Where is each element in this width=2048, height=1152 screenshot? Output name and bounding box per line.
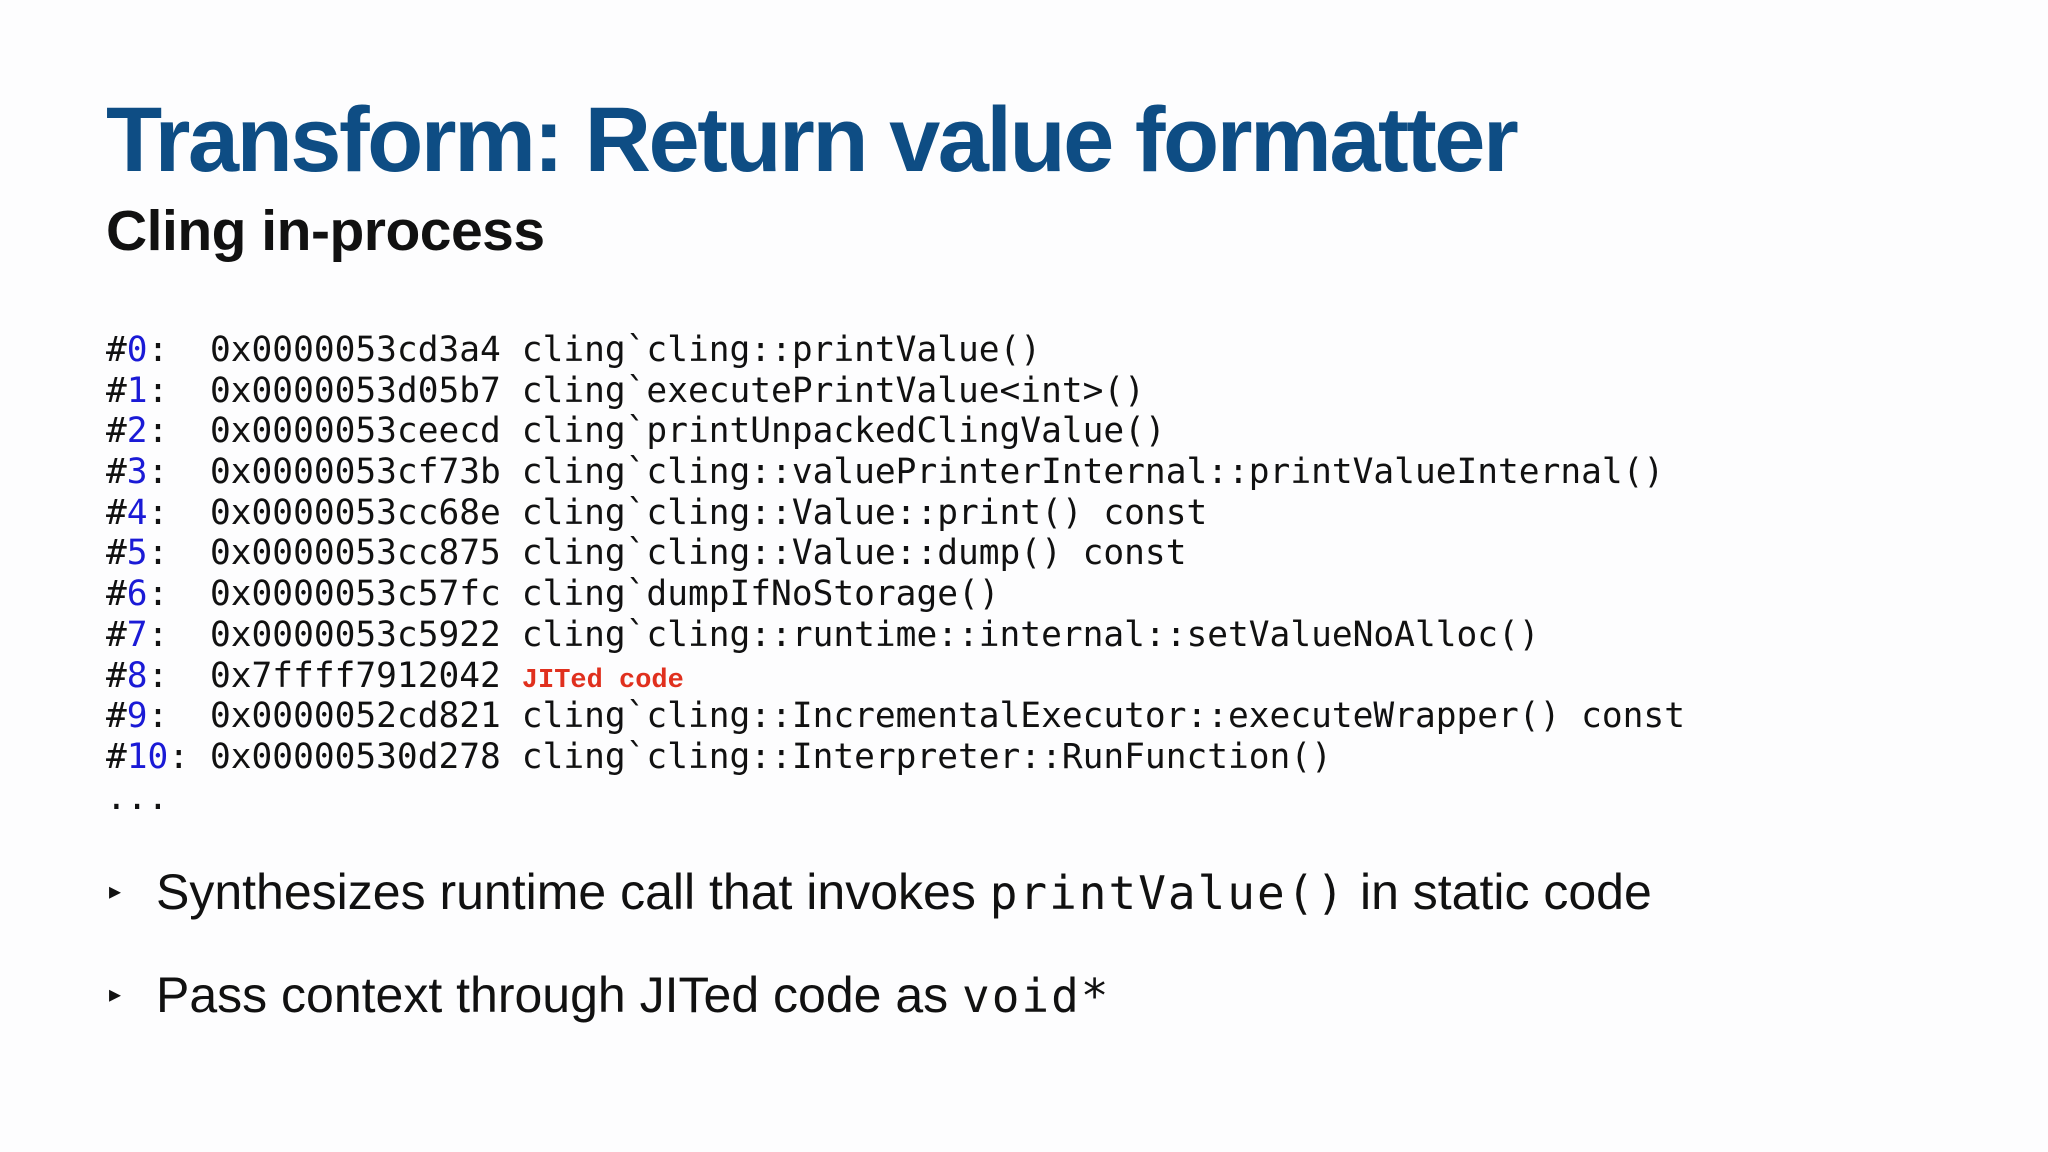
frame-number: 8: [126, 655, 148, 696]
frame-label: #10:: [106, 737, 210, 778]
frame-address: 0x0000053c5922: [210, 614, 501, 655]
frame-address: 0x0000052cd821: [210, 696, 501, 737]
frame-number: 1: [126, 370, 148, 411]
frame-number: 3: [126, 452, 148, 493]
frame-symbol: cling`printUnpackedClingValue(): [521, 411, 1166, 452]
frame-hash: #: [106, 574, 127, 615]
frame-colon: :: [147, 411, 169, 452]
frame-colon: :: [147, 452, 169, 493]
backtrace-frame: #2:0x0000053ceecd cling`printUnpackedClin…: [106, 411, 1685, 452]
frame-colon: :: [147, 574, 169, 615]
bullet-item: ▸ Pass context through JITed code as void…: [106, 965, 1652, 1025]
frame-address: 0x0000053cf73b: [210, 452, 501, 493]
frame-label: #0:: [106, 330, 210, 371]
slide-title: Transform: Return value formatter: [106, 89, 1519, 191]
frame-hash: #: [106, 655, 127, 696]
frame-address: 0x7ffff7912042: [210, 655, 501, 696]
frame-colon: :: [147, 655, 169, 696]
frame-colon: :: [147, 330, 169, 370]
frame-symbol: cling`cling::valuePrinterInternal::print…: [521, 452, 1665, 493]
frame-symbol: cling`cling::printValue(): [521, 330, 1042, 370]
frame-number: 5: [126, 533, 148, 574]
backtrace-frame: #10:0x00000530d278 cling`cling::Interpret…: [106, 737, 1685, 778]
frame-label: #6:: [106, 574, 210, 615]
frame-hash: #: [106, 330, 127, 370]
bullet-text: in static code: [1346, 864, 1652, 920]
frame-number: 4: [126, 492, 148, 533]
frame-hash: #: [106, 452, 127, 493]
frame-hash: #: [106, 492, 127, 533]
frame-address: 0x0000053ceecd: [210, 411, 501, 452]
frame-number: 0: [126, 330, 148, 370]
frame-symbol: cling`cling::Interpreter::RunFunction(): [521, 736, 1332, 777]
frame-hash: #: [106, 370, 127, 411]
bullet-list: ▸ Synthesizes runtime call that invokes p…: [106, 862, 1652, 1025]
frame-hash: #: [106, 411, 127, 452]
bullet-text: Synthesizes runtime call that invokes: [156, 864, 990, 920]
frame-hash: #: [106, 736, 127, 777]
frame-symbol: cling`cling::IncrementalExecutor::execut…: [521, 696, 1685, 737]
backtrace-frame: #7:0x0000053c5922 cling`cling::runtime::i…: [106, 615, 1685, 656]
backtrace-frame: #3:0x0000053cf73b cling`cling::valuePrint…: [106, 452, 1685, 493]
frame-hash: #: [106, 533, 127, 574]
bullet-text: Pass context through JITed code as: [156, 967, 963, 1023]
bullet-triangle-icon: ▸: [109, 981, 122, 1008]
frame-label: #2:: [106, 411, 210, 452]
frame-address: 0x0000053d05b7: [210, 370, 501, 411]
backtrace-frame: #9:0x0000052cd821 cling`cling::Incrementa…: [106, 696, 1685, 737]
frame-label: #7:: [106, 615, 210, 656]
frame-number: 10: [126, 736, 169, 777]
frame-colon: :: [168, 736, 190, 777]
inline-code: printValue(): [989, 866, 1347, 920]
backtrace-frame: #5:0x0000053cc875 cling`cling::Value::dum…: [106, 533, 1685, 574]
frame-symbol: cling`dumpIfNoStorage(): [521, 574, 1000, 615]
jitted-code-label: JITed code: [521, 665, 684, 696]
frame-symbol: cling`cling::Value::print() const: [521, 492, 1208, 533]
frame-label: #8:: [106, 656, 210, 697]
backtrace-ellipsis: ...: [106, 777, 169, 818]
frame-symbol: cling`cling::Value::dump() const: [521, 533, 1187, 574]
frame-colon: :: [147, 370, 169, 411]
frame-address: 0x0000053cc875: [210, 533, 501, 574]
frame-number: 7: [126, 614, 148, 655]
frame-symbol: cling`executePrintValue<int>(): [521, 370, 1145, 411]
frame-address: 0x0000053c57fc: [210, 574, 501, 615]
frame-colon: :: [147, 614, 169, 655]
frame-colon: :: [147, 696, 169, 737]
bullet-item: ▸ Synthesizes runtime call that invokes p…: [106, 862, 1652, 922]
frame-label: #1:: [106, 371, 210, 412]
bullet-triangle-icon: ▸: [109, 878, 122, 905]
backtrace-frame-jitted: #8:0x7ffff7912042 JITed code: [106, 656, 1685, 697]
frame-label: #5:: [106, 533, 210, 574]
frame-address: 0x0000053cd3a4: [210, 330, 501, 370]
frame-colon: :: [147, 492, 169, 533]
backtrace-frame: #4:0x0000053cc68e cling`cling::Value::pri…: [106, 493, 1685, 534]
frame-label: #3:: [106, 452, 210, 493]
frame-address: 0x00000530d278: [210, 736, 501, 777]
backtrace-frame: #1:0x0000053d05b7 cling`executePrintValue…: [106, 371, 1685, 412]
slide-subtitle: Cling in-process: [106, 199, 545, 263]
frame-symbol: cling`cling::runtime::internal::setValue…: [521, 614, 1540, 655]
backtrace-frame: #6:0x0000053c57fc cling`dumpIfNoStorage(): [106, 574, 1685, 615]
frame-hash: #: [106, 696, 127, 737]
frame-address: 0x0000053cc68e: [210, 492, 501, 533]
frame-number: 9: [126, 696, 148, 737]
inline-code: void*: [962, 969, 1111, 1023]
frame-label: #9:: [106, 696, 210, 737]
frame-hash: #: [106, 614, 127, 655]
frame-label: #4:: [106, 493, 210, 534]
frame-colon: :: [147, 533, 169, 574]
frame-number: 2: [126, 411, 148, 452]
frame-number: 6: [126, 574, 148, 615]
